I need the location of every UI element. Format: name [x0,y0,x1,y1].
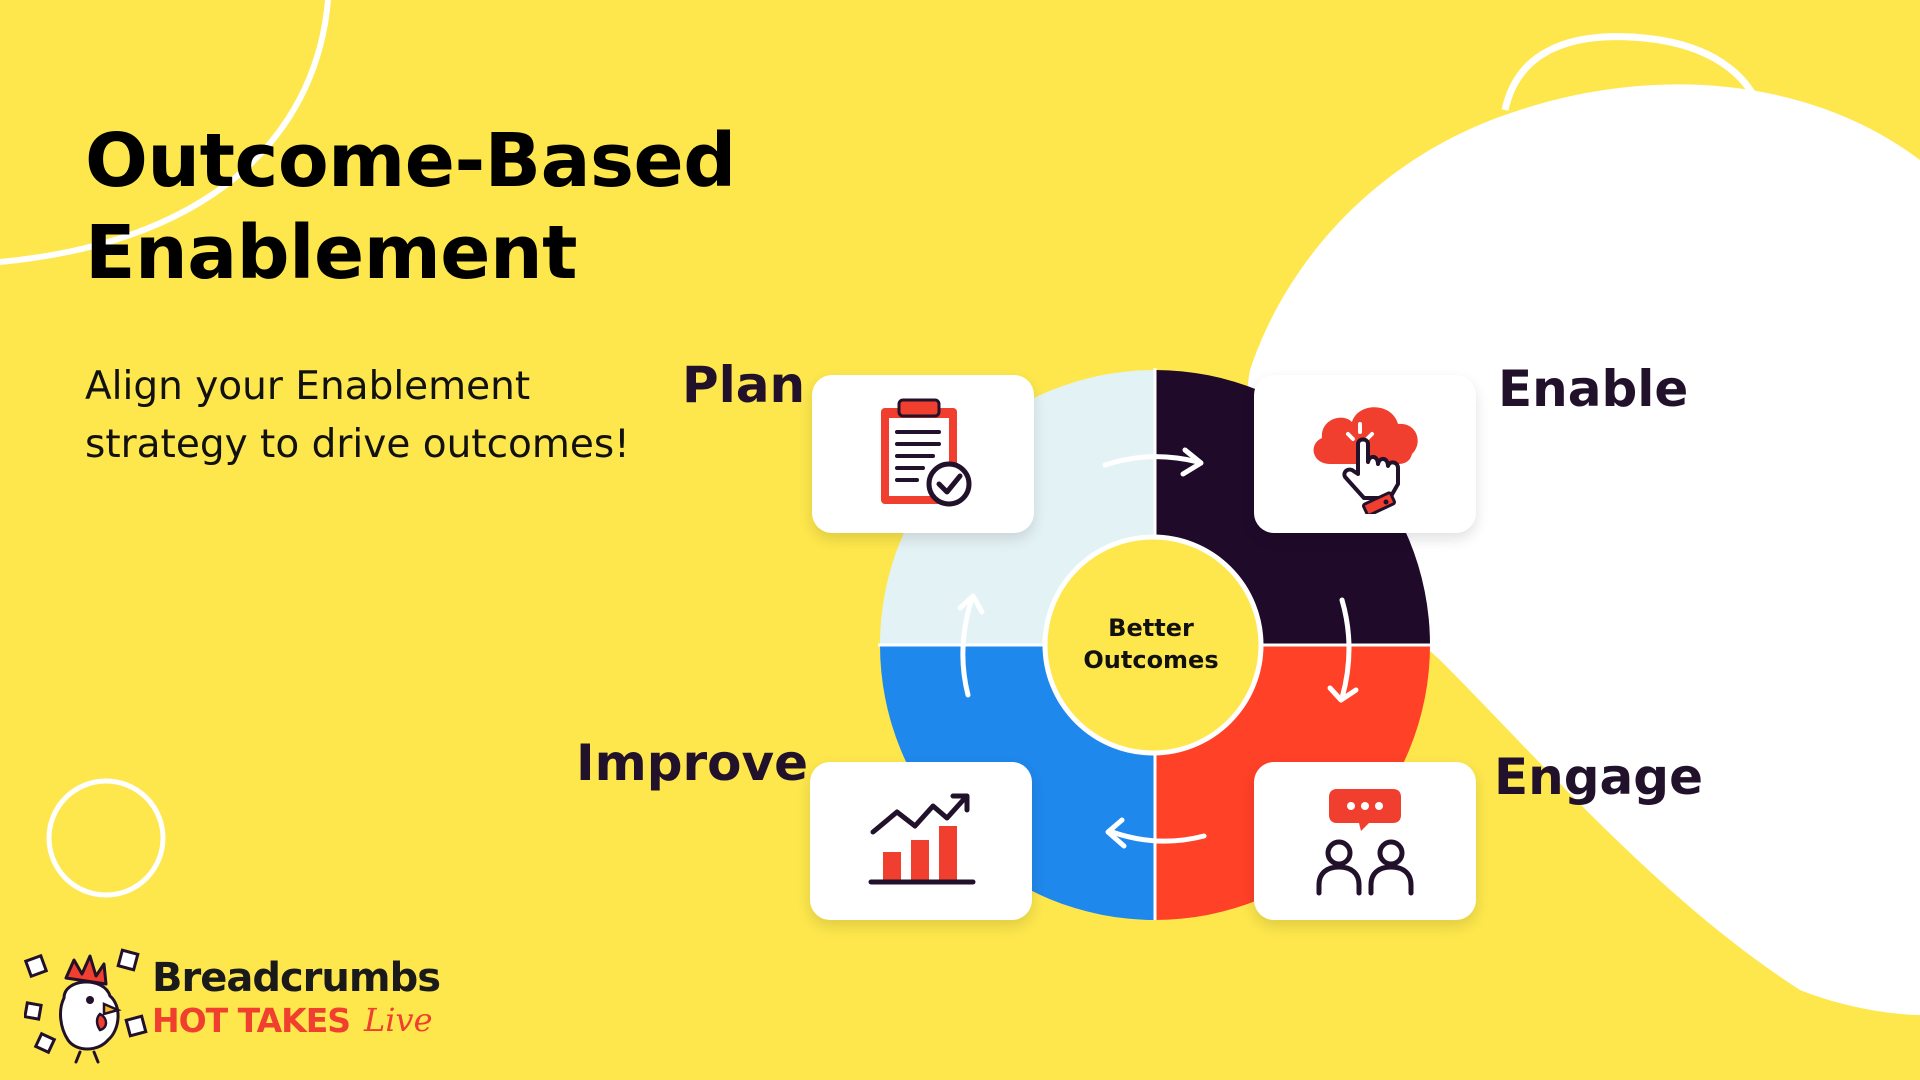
stage-label-improve: Improve [576,734,809,792]
slide-subtitle: Align your Enablement strategy to drive … [85,358,685,474]
card-plan [812,375,1034,533]
stage-label-engage: Engage [1494,748,1703,806]
arrow-head-plan-to-enable [1180,447,1204,477]
brand-tagline-script: Live [364,1001,433,1039]
arrow-head-enable-to-engage [1327,685,1359,703]
title-line-1: Outcome-Based [85,118,736,204]
card-enable [1254,375,1476,533]
ring-decoration [46,778,166,898]
white-blob-outline [1501,33,1764,112]
clipboard-check-icon [881,398,972,507]
arrow-engage-to-improve [1109,829,1207,844]
arrow-head-improve-to-plan [957,593,985,615]
rooster-mascot-icon [24,948,148,1064]
card-improve [810,762,1032,920]
arc-decoration [0,0,331,265]
brand-name: Breadcrumbs [152,955,441,1001]
center-circle [1042,534,1264,756]
brand-tagline: HOT TAKES [152,1001,351,1040]
arrow-head-engage-to-improve [1105,817,1127,849]
white-blob [1247,84,1920,1015]
subtitle-line-2: strategy to drive outcomes! [85,422,630,467]
people-chat-icon [1316,789,1414,896]
title-line-2: Enablement [85,210,578,296]
center-label-line-1: Better [1108,614,1194,642]
subtitle-line-1: Align your Enablement [85,364,531,409]
center-label: Better Outcomes [1048,612,1254,676]
stage-label-plan: Plan [682,356,806,414]
slide-title: Outcome-Based Enablement [85,115,736,299]
bar-chart-growth-icon [868,793,976,885]
arrow-enable-to-engage [1339,597,1352,701]
arrow-plan-to-enable [1102,454,1201,468]
card-engage [1254,762,1476,920]
center-label-line-2: Outcomes [1083,646,1219,674]
stage-label-enable: Enable [1498,360,1689,418]
cloud-click-icon [1313,407,1418,514]
arrow-improve-to-plan [960,595,975,698]
